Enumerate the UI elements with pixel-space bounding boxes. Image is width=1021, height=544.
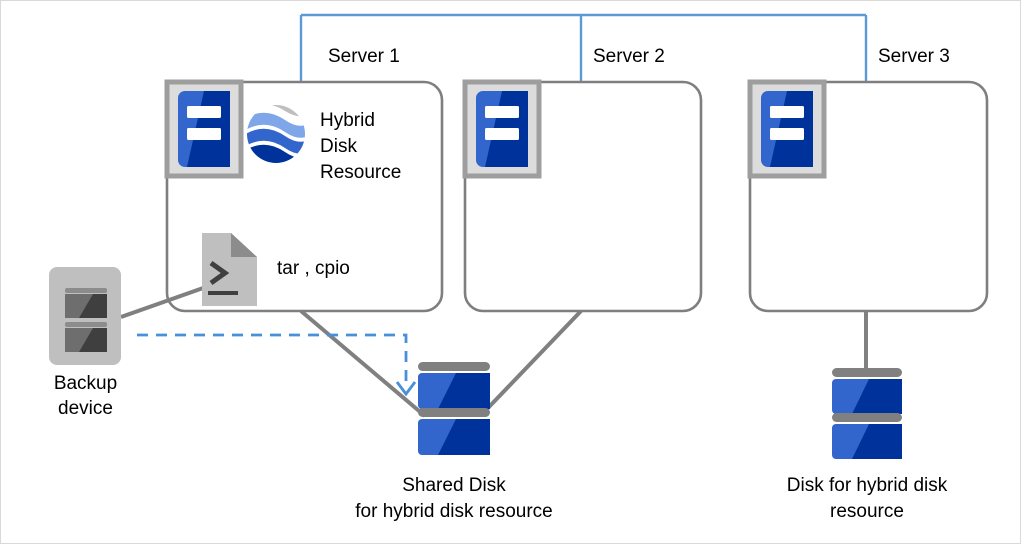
server-1-machine-icon [164, 79, 244, 179]
tape-backup-device-icon [49, 267, 121, 365]
shared-disk-icon [418, 362, 490, 455]
server-3-machine-icon [747, 79, 827, 179]
backup-data-flow-arrow-icon [137, 333, 417, 397]
hybrid-disk-caption-line1: Disk for hybrid disk [786, 475, 948, 496]
shared-disk-caption-line1: Shared Disk [402, 475, 506, 496]
hybrid-resource-label-line1: Hybrid [320, 110, 375, 131]
hybrid-disk-icon [832, 368, 902, 459]
globe-wave-icon [247, 105, 305, 163]
tar-cpio-label: tar , cpio [277, 258, 350, 279]
server1-shared-disk-link-icon [299, 309, 427, 418]
hybrid-disk-caption-line2: resource [830, 501, 904, 522]
backup-device-caption-line1: Backup [53, 373, 118, 394]
server-2-machine-icon [462, 79, 542, 179]
backup-device-caption-line2: device [58, 398, 113, 419]
hybrid-resource-label-line2: Disk [320, 136, 357, 157]
shared-disk-caption-line2: for hybrid disk resource [355, 501, 553, 522]
interconnect-bus-icon [299, 13, 868, 83]
server-1-title: Server 1 [328, 46, 400, 67]
server-3-title: Server 3 [878, 46, 950, 67]
script-file-icon [202, 233, 257, 306]
backup-device-server1-link-icon [120, 285, 207, 319]
server2-shared-disk-link-icon [485, 309, 583, 411]
server-2-title: Server 2 [593, 46, 665, 67]
hybrid-resource-label-line3: Resource [320, 162, 402, 183]
